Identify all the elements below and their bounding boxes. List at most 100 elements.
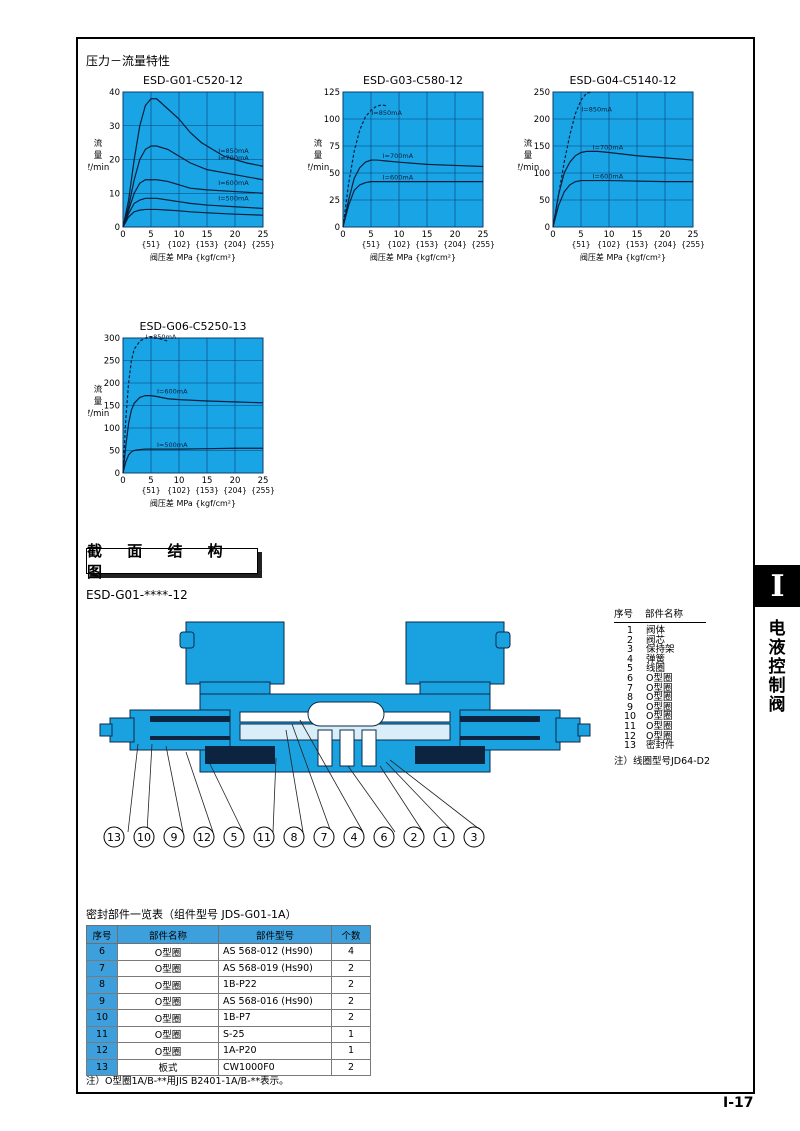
seal-cell-no: 6 bbox=[86, 943, 118, 961]
x-tick-kgf-label: {204} bbox=[223, 486, 247, 495]
seal-cell-qty: 2 bbox=[331, 1058, 371, 1076]
callout-number: 2 bbox=[411, 831, 418, 844]
y-axis-label: 流 bbox=[94, 384, 103, 395]
y-axis-label: ℓ/min bbox=[88, 409, 109, 419]
callout-circle bbox=[163, 826, 185, 848]
y-tick-label: 50 bbox=[109, 447, 120, 457]
chart-title: ESD-G04-C5140-12 bbox=[570, 74, 677, 87]
seal-cell-qty: 2 bbox=[331, 976, 371, 994]
x-tick-label: 25 bbox=[478, 230, 489, 240]
seal-header-qty: 个数 bbox=[331, 925, 371, 944]
callout-circle bbox=[193, 826, 215, 848]
seal-cell-model: 1B-P7 bbox=[218, 1009, 332, 1027]
x-tick-kgf-label: {255} bbox=[251, 240, 275, 249]
seal-cell-no: 10 bbox=[86, 1009, 118, 1027]
x-tick-kgf-label: {255} bbox=[681, 240, 705, 249]
series-line bbox=[342, 181, 483, 228]
x-tick-kgf-label: {51} bbox=[361, 240, 380, 249]
callout-number: 3 bbox=[471, 831, 478, 844]
chart-title: ESD-G03-C580-12 bbox=[363, 74, 463, 87]
chart-title: ESD-G06-C5250-13 bbox=[140, 320, 247, 333]
x-tick-label: 15 bbox=[202, 230, 213, 240]
valve-cross-section-drawing bbox=[99, 621, 591, 833]
series-line bbox=[122, 145, 264, 228]
part-name: 密封件 bbox=[646, 740, 675, 752]
y-tick-label: 100 bbox=[104, 424, 120, 434]
y-axis-label: 流 bbox=[524, 138, 533, 149]
y-axis-label: ℓ/min bbox=[518, 163, 539, 173]
part-name: O型圈 bbox=[646, 701, 673, 713]
callout-circle bbox=[223, 826, 245, 848]
seal-cell-model: AS 568-019 (Hs90) bbox=[218, 959, 332, 977]
series-label: I=500mA bbox=[218, 194, 249, 202]
side-tab-text: 电液控制阀 bbox=[762, 620, 792, 715]
seal-cell-qty: 2 bbox=[331, 1009, 371, 1027]
part-number: 13 bbox=[623, 740, 637, 752]
x-tick-kgf-label: {102} bbox=[167, 486, 191, 495]
plot-area bbox=[552, 91, 694, 228]
x-tick-label: 15 bbox=[422, 230, 433, 240]
chart-title: ESD-G01-C520-12 bbox=[143, 74, 243, 87]
x-tick-kgf-label: {102} bbox=[597, 240, 621, 249]
seal-cell-name: O型圈 bbox=[117, 976, 219, 994]
part-number: 7 bbox=[626, 682, 634, 694]
x-tick-kgf-label: {153} bbox=[195, 486, 219, 495]
y-tick-label: 0 bbox=[545, 223, 550, 233]
seal-cell-model: 1B-P22 bbox=[218, 976, 332, 994]
x-axis-label: 阀压差 MPa {kgf/cm²} bbox=[150, 498, 236, 508]
x-tick-label: 0 bbox=[120, 230, 125, 240]
seal-cell-model: CW1000F0 bbox=[218, 1058, 332, 1076]
x-tick-label: 25 bbox=[258, 476, 269, 486]
y-tick-label: 0 bbox=[115, 469, 120, 479]
x-tick-label: 5 bbox=[148, 476, 153, 486]
callout-number: 8 bbox=[291, 831, 298, 844]
seal-cell-no: 11 bbox=[86, 1025, 118, 1043]
y-tick-label: 20 bbox=[109, 156, 120, 166]
part-number: 8 bbox=[626, 692, 634, 704]
callout-circle bbox=[103, 826, 125, 848]
x-tick-label: 20 bbox=[230, 476, 241, 486]
series-label: I=600mA bbox=[157, 388, 188, 396]
parts-header-name: 部件名称 bbox=[645, 609, 684, 620]
side-tab-char: 阀 bbox=[768, 695, 786, 715]
y-axis-label: 量 bbox=[314, 151, 323, 161]
seal-cell-qty: 1 bbox=[331, 1042, 371, 1060]
x-tick-label: 0 bbox=[550, 230, 555, 240]
x-tick-kgf-label: {51} bbox=[141, 240, 160, 249]
callout-circle bbox=[343, 826, 365, 848]
seal-table-note: 注）O型圈1A/B-**用JIS B2401-1A/B-**表示。 bbox=[86, 1076, 289, 1087]
seal-cell-qty: 1 bbox=[331, 1025, 371, 1043]
part-number: 6 bbox=[626, 672, 634, 684]
y-tick-label: 50 bbox=[539, 196, 550, 206]
seal-cell-name: O型圈 bbox=[117, 959, 219, 977]
series-line bbox=[122, 447, 263, 474]
x-tick-label: 10 bbox=[394, 230, 405, 240]
y-axis-label: ℓ/min bbox=[308, 163, 329, 173]
callout-number: 5 bbox=[231, 831, 238, 844]
x-tick-label: 0 bbox=[120, 476, 125, 486]
callout-number: 4 bbox=[351, 831, 358, 844]
callout-number: 10 bbox=[137, 831, 151, 844]
x-tick-kgf-label: {102} bbox=[167, 240, 191, 249]
series-label: I=850mA bbox=[371, 109, 402, 117]
x-axis-label: 阀压差 MPa {kgf/cm²} bbox=[370, 252, 456, 262]
seal-cell-qty: 4 bbox=[331, 943, 371, 961]
x-axis-label: 阀压差 MPa {kgf/cm²} bbox=[150, 252, 236, 262]
callout-circle bbox=[373, 826, 395, 848]
seal-cell-model: 1A-P20 bbox=[218, 1042, 332, 1060]
part-name: O型圈 bbox=[646, 682, 673, 694]
x-tick-label: 10 bbox=[174, 476, 185, 486]
seal-header-name: 部件名称 bbox=[117, 925, 219, 944]
seal-cell-model: AS 568-012 (Hs90) bbox=[218, 943, 332, 961]
part-name: 保持架 bbox=[646, 644, 675, 656]
